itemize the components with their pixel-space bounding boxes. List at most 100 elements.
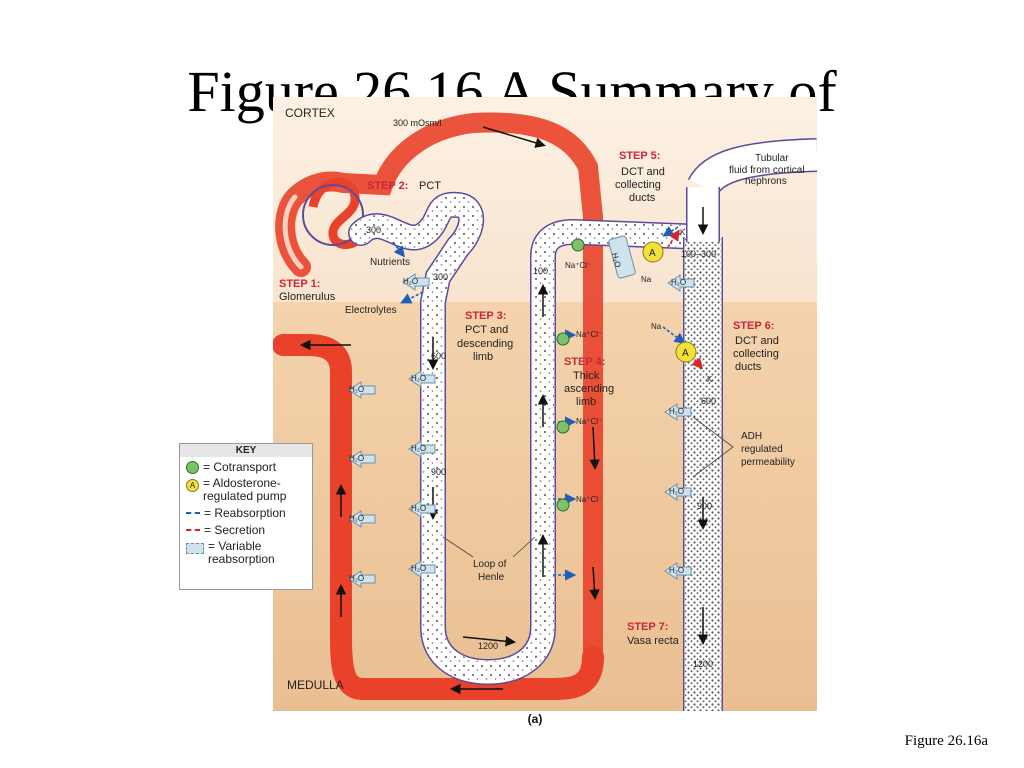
osm-dct-range: 100–300 (681, 249, 716, 259)
k-label: K (707, 375, 713, 384)
variable-reabsorption-icon (186, 543, 204, 554)
key-label: = Secretion (204, 523, 266, 537)
key-label: = Aldosterone- (203, 476, 281, 490)
flow-arrows (300, 126, 709, 695)
k-label: K (680, 228, 686, 237)
h2o-label: H₂O (349, 514, 364, 523)
glomerulus (302, 177, 366, 249)
step-4-text: ascending (564, 383, 614, 395)
h2o-label: H₂O (669, 566, 684, 575)
step-6-text: collecting (733, 348, 779, 360)
vasa-recta (273, 112, 604, 700)
step-6-text: DCT and (735, 335, 779, 347)
pump-label: A (682, 348, 689, 359)
osm-300: 300 (366, 225, 381, 235)
electrolytes-label: Electrolytes (345, 305, 397, 316)
cortex-label: CORTEX (285, 106, 335, 120)
h2o-label: H₂O (671, 278, 686, 287)
secretion-arrow-icon (186, 529, 200, 531)
h2o-label: H₂O (349, 385, 364, 394)
osm-1200: 1200 (478, 641, 498, 651)
key-label: = Variable (208, 539, 262, 553)
h2o-label: H₂O (669, 407, 684, 416)
tubular-fluid-label: nephrons (745, 176, 787, 187)
h2o-label: H₂O (349, 454, 364, 463)
pump-icon: A (186, 479, 199, 492)
adh-bracket (692, 416, 734, 478)
secretion-arrows (667, 229, 704, 370)
step-6-text: ducts (735, 361, 762, 373)
h2o-label: H₂O (411, 444, 426, 453)
key-item: = Variable reabsorption (186, 540, 312, 566)
pump-icons: A A (642, 241, 697, 363)
adh-label: ADH (741, 431, 762, 442)
reabsorption-arrow-icon (186, 512, 200, 514)
osm-900: 900 (431, 467, 446, 477)
loop-of-henle-label: Loop of (473, 559, 507, 570)
step-5-text: ducts (629, 192, 656, 204)
nephron-summary-figure: H₂O H₂O H₂O H₂O H₂O H₂O H₂O H₂O H₂O H₂O … (273, 97, 817, 711)
pump-label: A (649, 248, 656, 259)
h2o-label: H₂O (411, 374, 426, 383)
h2o-label: H₂O (349, 574, 364, 583)
step-1-title: STEP 1: (279, 278, 320, 290)
key-item: A = Aldosterone- regulated pump (186, 477, 312, 503)
step-5-title: STEP 5: (619, 150, 660, 162)
nacl-label: Na⁺Cl⁻ (576, 417, 602, 426)
na-label: Na (641, 275, 652, 284)
step-2-title: STEP 2: (367, 180, 408, 192)
osm-cd-1200: 1200 (693, 659, 713, 669)
step-6-title: STEP 6: (733, 320, 774, 332)
step-4-text: limb (576, 396, 596, 408)
osm-100: 100 (533, 266, 548, 276)
nacl-label: Na⁺Cl⁻ (576, 330, 602, 339)
key-label: = Reabsorption (204, 506, 286, 520)
loop-of-henle-label: Henle (478, 572, 505, 583)
step-5-text: DCT and (621, 166, 665, 178)
adh-label: permeability (741, 457, 795, 468)
h2o-label: H₂O (669, 487, 684, 496)
osm-cd-600: 600 (701, 396, 716, 406)
key-title: KEY (180, 444, 312, 457)
h2o-label: H₂O (411, 564, 426, 573)
step-3-text: PCT and (465, 324, 508, 336)
nutrients-label: Nutrients (370, 257, 410, 268)
loop-pointer (442, 536, 536, 558)
medulla-label: MEDULLA (287, 678, 344, 692)
osm-600: 600 (431, 351, 446, 361)
osm-300: 300 (433, 272, 448, 282)
key-label: regulated pump (203, 489, 287, 503)
osm-cd-900: 900 (697, 501, 712, 511)
key-item: = Cotransport (186, 460, 312, 474)
adh-label: regulated (741, 444, 783, 455)
cotransport-icons (556, 238, 585, 512)
step-5-text: collecting (615, 179, 661, 191)
h2o-label: H₂O (411, 504, 426, 513)
key-item: = Secretion (186, 523, 312, 537)
nacl-label: Na⁺Cl⁻ (576, 495, 602, 504)
step-3-text: descending (457, 338, 513, 350)
nephron-tubule (348, 191, 716, 686)
panel-letter: (a) (527, 712, 543, 726)
h2o-label: H₂O (610, 252, 623, 269)
step-4-title: STEP 4: (564, 356, 605, 368)
step-1-text: Glomerulus (279, 291, 336, 303)
figure-caption: Figure 26.16a (904, 733, 988, 749)
step-3-text: limb (473, 351, 493, 363)
step-2-suffix: PCT (419, 180, 441, 192)
step-3-title: STEP 3: (465, 310, 506, 322)
na-label: Na (651, 322, 662, 331)
key-label: = Cotransport (203, 460, 277, 474)
legend-key: KEY = Cotransport A = Aldosterone- regul… (179, 443, 313, 590)
step-4-text: Thick (573, 370, 600, 382)
key-label: reabsorption (208, 552, 275, 566)
tubular-fluid-label: fluid from cortical (729, 165, 805, 176)
tubular-fluid-label: Tubular (755, 153, 789, 164)
osm-vasa-label: 300 mOsm/l (393, 118, 442, 128)
step-7-text: Vasa recta (627, 635, 680, 647)
nacl-label: Na⁺Cl⁻ (565, 261, 591, 270)
h2o-label: H₂O (403, 277, 418, 286)
water-reabsorption-icons (348, 235, 695, 588)
cotransport-icon (186, 460, 199, 474)
step-7-title: STEP 7: (627, 621, 668, 633)
